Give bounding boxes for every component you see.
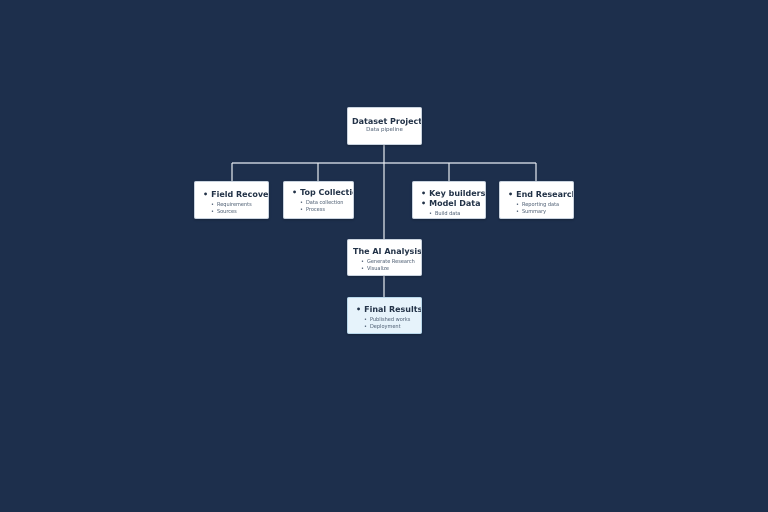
list-item: Published works [364,317,417,324]
middle-node-items: Generate Research Visualize [353,259,417,273]
child-node-2-items: Data collection Process [292,200,349,214]
child-node-4[interactable]: End Research Reporting data Summary [499,181,574,219]
list-item: Reporting data [516,202,569,209]
child-node-1-title: Field Recovery [203,190,268,200]
bottom-node-items: Published works Deployment [356,317,417,331]
child-node-3-title: Key builders [421,189,485,199]
bottom-node-title: Final Results [356,305,421,315]
list-item: Visualize [361,266,417,273]
child-node-3[interactable]: Key builders Model Data Build data [412,181,486,219]
list-item: Requirements [211,202,264,209]
list-item: Process [300,207,349,214]
root-node[interactable]: Dataset Project Data pipeline [347,107,422,145]
middle-node[interactable]: The AI Analysis Generate Research Visual… [347,239,422,276]
child-node-2[interactable]: Top Collections Data collection Process [283,181,354,219]
middle-node-title: The AI Analysis [353,247,422,256]
child-node-2-title: Top Collections [292,188,353,198]
bottom-node[interactable]: Final Results Published works Deployment [347,297,422,334]
root-node-title: Dataset Project [352,117,422,126]
child-node-3-items: Build data [421,211,481,218]
list-item: Build data [429,211,481,218]
list-item: Generate Research [361,259,417,266]
root-node-subtitle: Data pipeline [366,127,403,133]
list-item: Data collection [300,200,349,207]
child-node-1[interactable]: Field Recovery Requirements Sources [194,181,269,219]
child-node-4-title: End Research [508,190,573,200]
list-item: Deployment [364,324,417,331]
list-item: Summary [516,209,569,216]
child-node-4-items: Reporting data Summary [508,202,569,216]
list-item: Sources [211,209,264,216]
child-node-3-title-line2: Model Data [421,199,481,209]
child-node-1-items: Requirements Sources [203,202,264,216]
